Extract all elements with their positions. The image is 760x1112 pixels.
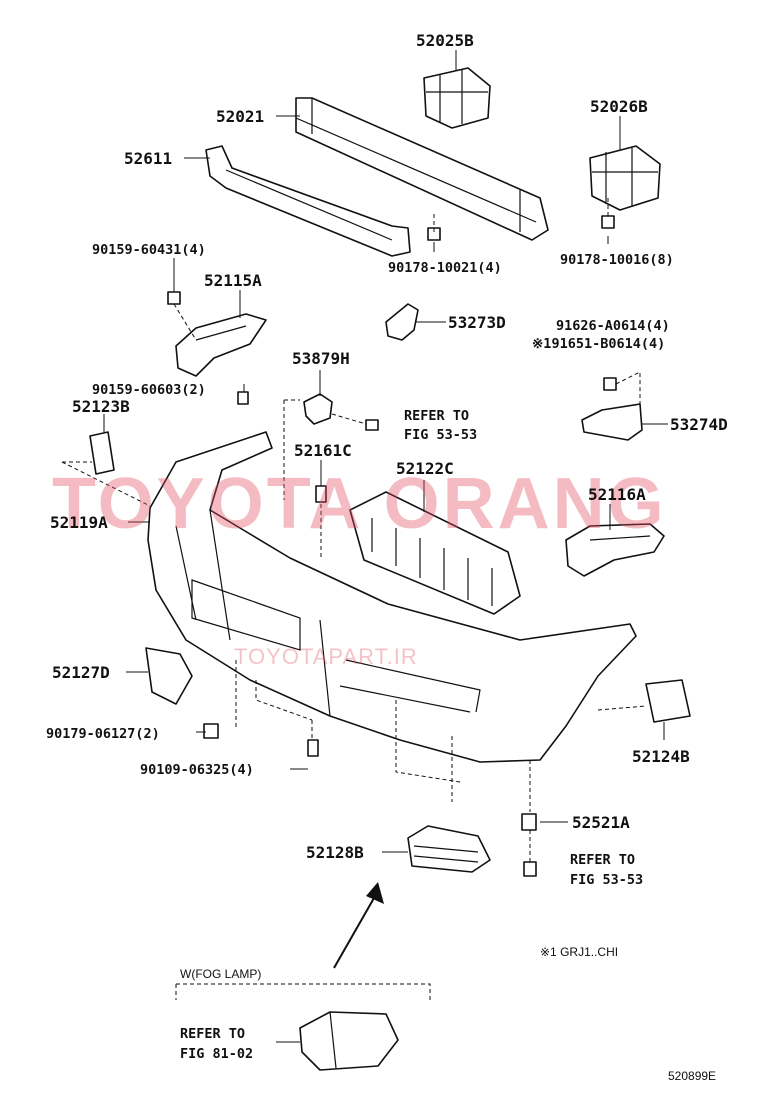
watermark-site: TOYOTAPART.IR: [234, 644, 418, 669]
label-91651-B0614: ※191651-B0614(4): [532, 336, 665, 352]
footnote: ※1 GRJ1..CHI: [540, 945, 618, 959]
label-52021: 52021: [216, 107, 264, 126]
label-52122C: 52122C: [396, 459, 454, 478]
fog-lamp-note: W(FOG LAMP): [180, 967, 261, 981]
cover-52128B-drawing: [407, 825, 491, 873]
label-52115A: 52115A: [204, 271, 262, 290]
spacer-53273D-drawing: [385, 303, 419, 341]
figure-code: 520899E: [668, 1069, 716, 1083]
spacer-53274D-drawing: [581, 403, 643, 441]
label-90159-60431: 90159-60431(4): [92, 242, 206, 258]
label-90179-06127: 90179-06127(2): [46, 726, 160, 742]
ref3-line1: REFER TO: [180, 1026, 245, 1042]
label-52161C: 52161C: [294, 441, 352, 460]
label-52119A: 52119A: [50, 513, 108, 532]
label-52521A: 52521A: [572, 813, 630, 832]
label-52025B: 52025B: [416, 31, 474, 50]
label-90178-10021: 90178-10021(4): [388, 260, 502, 276]
bracket-52025B-drawing: [423, 67, 491, 129]
ref2-line2: FIG 53-53: [570, 872, 643, 888]
label-52611: 52611: [124, 149, 172, 168]
cover-52123B-drawing: [89, 431, 115, 475]
ref2-line1: REFER TO: [570, 852, 635, 868]
label-52026B: 52026B: [590, 97, 648, 116]
label-53273D: 53273D: [448, 313, 506, 332]
watermark-main: TOYOTA ORANG: [52, 464, 667, 544]
label-52127D: 52127D: [52, 663, 110, 682]
label-90159-60603: 90159-60603(2): [92, 382, 206, 398]
label-52124B: 52124B: [632, 747, 690, 766]
label-53879H: 53879H: [292, 349, 350, 368]
direction-arrow: [333, 882, 384, 969]
label-91626-A0614: 91626-A0614(4): [556, 318, 670, 334]
bumper-cover-52119A-drawing: [147, 431, 637, 763]
label-90178-10016: 90178-10016(8): [560, 252, 674, 268]
label-52128B: 52128B: [306, 843, 364, 862]
grille-52122C-drawing: [349, 491, 521, 615]
reinforcement-52021-drawing: [295, 97, 549, 241]
label-52116A: 52116A: [588, 485, 646, 504]
cover-52124B-drawing: [645, 679, 691, 723]
label-53274D: 53274D: [670, 415, 728, 434]
fog-lamp-drawing: [299, 1011, 399, 1071]
label-52123B: 52123B: [72, 397, 130, 416]
retainer-53879H-drawing: [303, 393, 333, 425]
leader-lines: [103, 50, 668, 1043]
bracket-52026B-drawing: [589, 145, 661, 211]
absorber-52611-drawing: [205, 145, 411, 257]
cover-52127D-drawing: [145, 647, 193, 705]
ref1-line2: FIG 53-53: [404, 427, 477, 443]
fastener-drawings: [167, 215, 617, 877]
ref3-line2: FIG 81-02: [180, 1046, 253, 1062]
label-90109-06325: 90109-06325(4): [140, 762, 254, 778]
bracket-52115A-drawing: [175, 313, 267, 377]
dashed-assembly-lines: [61, 196, 647, 1000]
ref1-line1: REFER TO: [404, 408, 469, 424]
